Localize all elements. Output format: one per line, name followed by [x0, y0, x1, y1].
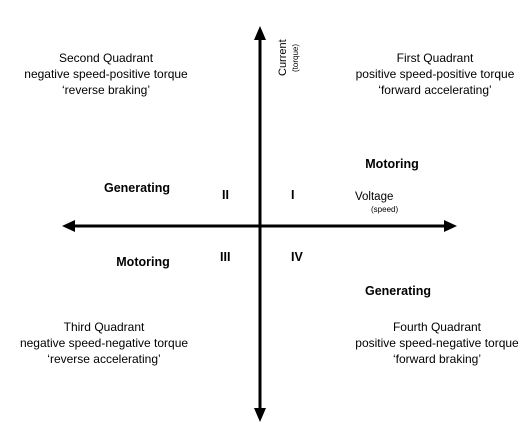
- quadrant-II-mode: ‘reverse braking’: [61, 83, 151, 97]
- quadrant-IV-description: Fourth Quadrant positive speed-negative …: [355, 319, 518, 367]
- horizontal-axis-left-arrow: [62, 220, 75, 232]
- quadrant-IV-mode: ‘forward braking’: [392, 352, 482, 366]
- quadrant-III-detail: negative speed-negative torque: [19, 336, 189, 350]
- vertical-axis-label: Current (torque): [277, 36, 300, 76]
- quadrant-II-operation: Generating: [104, 181, 170, 195]
- quadrant-numeral-III: III: [220, 250, 231, 264]
- vertical-axis-title: Current: [277, 39, 289, 76]
- horizontal-axis-subtitle: (speed): [371, 205, 399, 214]
- quadrant-I-operation: Motoring: [365, 157, 419, 171]
- quadrant-III-operation: Motoring: [116, 255, 170, 269]
- quadrant-III-mode: ‘reverse accelerating’: [47, 352, 161, 366]
- quadrant-IV-operation: Generating: [365, 284, 431, 298]
- quadrant-I-detail: positive speed-positive torque: [355, 67, 515, 81]
- quadrant-II-title: Second Quadrant: [58, 51, 154, 65]
- quadrant-I-description: First Quadrant positive speed-positive t…: [356, 50, 515, 98]
- quadrant-I-mode: ‘forward accelerating’: [378, 83, 492, 97]
- vertical-axis-bottom-arrow: [254, 408, 266, 422]
- quadrant-numeral-IV: IV: [291, 250, 303, 264]
- quadrant-II-detail: negative speed-positive torque: [24, 67, 188, 81]
- quadrant-I-title: First Quadrant: [396, 51, 474, 65]
- quadrant-numeral-I: I: [291, 188, 295, 202]
- quadrant-IV-title: Fourth Quadrant: [392, 320, 482, 334]
- quadrant-numeral-II: II: [222, 188, 229, 202]
- horizontal-axis-title: Voltage: [355, 191, 394, 203]
- quadrant-III-description: Third Quadrant negative speed-negative t…: [20, 319, 188, 367]
- vertical-axis-top-arrow: [254, 26, 266, 40]
- quadrant-IV-detail: positive speed-negative torque: [355, 336, 519, 350]
- horizontal-axis-right-arrow: [444, 220, 457, 232]
- quadrant-II-description: Second Quadrant negative speed-positive …: [24, 50, 187, 98]
- vertical-axis-subtitle: (torque): [291, 43, 300, 72]
- quadrant-III-title: Third Quadrant: [63, 320, 145, 334]
